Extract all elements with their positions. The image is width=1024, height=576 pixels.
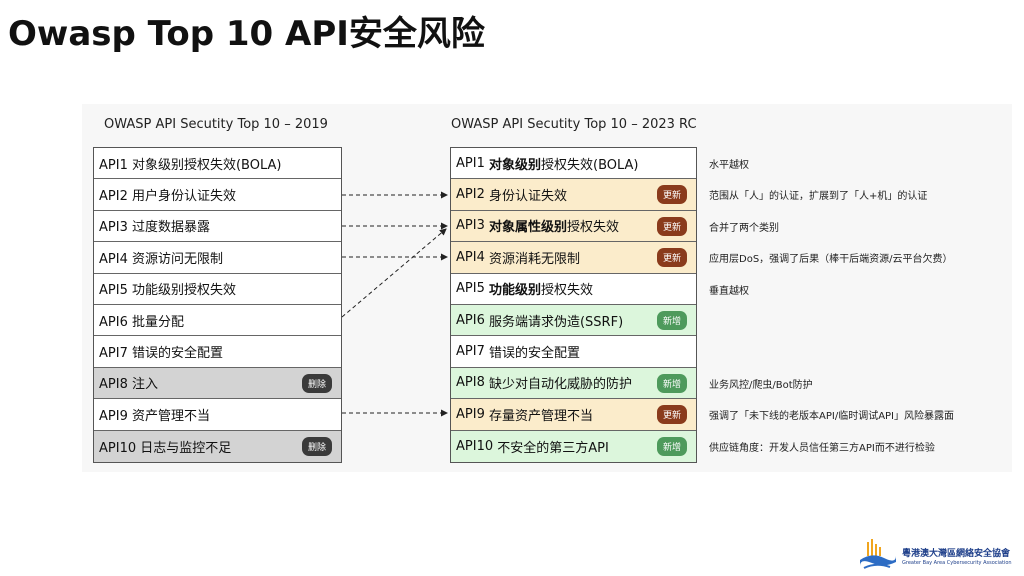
left-row: API3 过度数据暴露 — [94, 211, 341, 243]
right-row: API10 不安全的第三方API 新增 — [451, 430, 696, 462]
owasp-2019-table: API1 对象级别授权失效(BOLA) API2 用户身份认证失效 API3 过度数… — [93, 147, 342, 463]
change-note: 范围从「人」的认证，扩展到了「人+机」的认证 — [709, 191, 928, 203]
right-row-text: 服务端请求伪造(SSRF) — [488, 314, 624, 330]
updated-badge: 更新 — [657, 405, 687, 425]
right-row-id: API9 — [456, 406, 489, 422]
left-row: API5 功能级别授权失效 — [94, 274, 341, 305]
right-row-id: API1 — [456, 155, 489, 171]
right-row-text: 授权失效 — [567, 220, 620, 236]
removed-badge: 删除 — [302, 373, 332, 393]
right-row-text: 身份认证失效 — [488, 189, 567, 205]
left-row-label: API9 资产管理不当 — [99, 408, 210, 424]
change-note: 合并了两个类别 — [709, 222, 779, 234]
slide-title: Owasp Top 10 API安全风险 — [8, 14, 485, 54]
right-row-text: 错误的安全配置 — [488, 346, 580, 362]
left-row: API6 批量分配 — [94, 305, 341, 337]
left-row: API1 对象级别授权失效(BOLA) — [94, 148, 341, 180]
left-row-label: API7 错误的安全配置 — [99, 346, 223, 362]
right-column-header: OWASP API Secutity Top 10 – 2023 RC — [451, 117, 697, 132]
right-row-text: 缺少对自动化威胁的防护 — [488, 377, 632, 393]
right-row: API4 资源消耗无限制 更新 — [451, 242, 696, 274]
left-row-label: API10 日志与监控不足 — [99, 440, 232, 456]
change-note: 应用层DoS，强调了后果（棒干后端资源/云平台欠费） — [709, 254, 953, 266]
right-row-id: API6 — [456, 312, 489, 328]
association-logo-text: 粵港澳大灣區網絡安全協會 — [902, 549, 1011, 559]
removed-badge: 删除 — [302, 436, 332, 456]
arrow-api6-to-api3 — [341, 228, 447, 318]
right-row: API2 身份认证失效 更新 — [451, 179, 696, 211]
right-row-id: API10 — [456, 438, 498, 454]
association-logo-subtitle: Greater Bay Area Cybersecurity Associati… — [902, 560, 1012, 566]
left-row-label: API6 批量分配 — [99, 314, 184, 330]
updated-badge: 更新 — [657, 248, 687, 268]
left-column-header: OWASP API Secutity Top 10 – 2019 — [104, 117, 328, 132]
right-row-text: 授权失效 — [541, 283, 594, 299]
right-row-text: 资源消耗无限制 — [488, 251, 580, 267]
left-row: API7 错误的安全配置 — [94, 336, 341, 368]
right-row-id: API4 — [456, 249, 489, 265]
updated-badge: 更新 — [657, 216, 687, 236]
right-row: API8 缺少对自动化威胁的防护 新增 — [451, 367, 696, 400]
right-row-id: API7 — [456, 344, 489, 360]
change-note: 业务风控/爬虫/Bot防护 — [709, 379, 813, 391]
left-row-label: API3 过度数据暴露 — [99, 220, 210, 236]
right-row: API9 存量资产管理不当 更新 — [451, 399, 696, 431]
right-row-id: API5 — [456, 281, 489, 297]
right-row-bold-text: 对象属性级别 — [488, 220, 567, 236]
left-row: API2 用户身份认证失效 — [94, 179, 341, 211]
left-row-label: API5 功能级别授权失效 — [99, 283, 236, 299]
right-row-text: 不安全的第三方API — [497, 440, 609, 456]
change-note: 垂直越权 — [709, 285, 749, 297]
right-row-bold-text: 功能级别 — [488, 283, 541, 299]
right-row: API1 对象级别授权失效(BOLA) — [451, 148, 696, 180]
left-row: API8 注入 删除 — [94, 367, 341, 400]
right-row-text: 授权失效(BOLA) — [541, 157, 639, 173]
change-note: 强调了「未下线的老版本API/临时调试API」风险暴露面 — [709, 411, 955, 423]
right-row-id: API8 — [456, 375, 489, 391]
left-row: API9 资产管理不当 — [94, 399, 341, 431]
right-row-bold-text: 对象级别 — [488, 157, 541, 173]
change-note: 供应链角度：开发人员信任第三方API而不进行检验 — [709, 442, 935, 454]
new-badge: 新增 — [657, 310, 687, 330]
right-row-id: API2 — [456, 187, 489, 203]
right-row-id: API3 — [456, 218, 489, 234]
right-row: API5 功能级别授权失效 — [451, 274, 696, 305]
right-row-text: 存量资产管理不当 — [488, 408, 593, 424]
left-row-label: API4 资源访问无限制 — [99, 251, 223, 267]
right-row: API7 错误的安全配置 — [451, 336, 696, 368]
right-row: API6 服务端请求伪造(SSRF) 新增 — [451, 304, 696, 337]
association-logo-icon — [860, 539, 896, 569]
left-row-label: API1 对象级别授权失效(BOLA) — [99, 157, 282, 173]
left-row: API4 资源访问无限制 — [94, 242, 341, 274]
left-row-label: API2 用户身份认证失效 — [99, 189, 236, 205]
updated-badge: 更新 — [657, 185, 687, 205]
left-row: API10 日志与监控不足 删除 — [94, 430, 341, 462]
new-badge: 新增 — [657, 436, 687, 456]
new-badge: 新增 — [657, 373, 687, 393]
change-note: 水平越权 — [709, 160, 749, 171]
left-row-label: API8 注入 — [99, 377, 158, 393]
right-row: API3 对象属性级别授权失效 更新 — [451, 210, 696, 243]
